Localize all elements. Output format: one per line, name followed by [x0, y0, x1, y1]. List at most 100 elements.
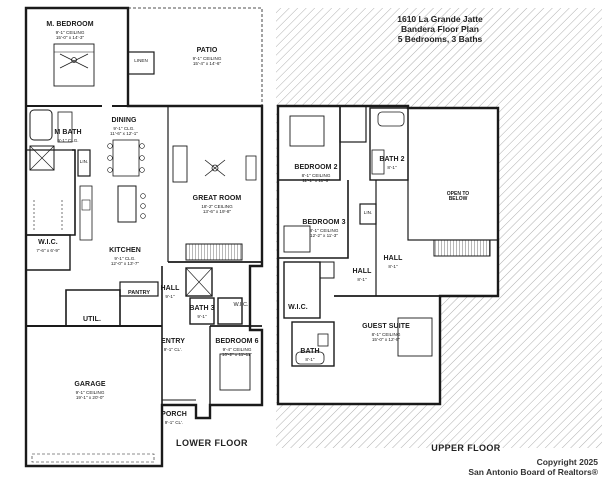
room-name: LIN.: [79, 159, 89, 164]
lower-exterior-wall: [24, 6, 264, 468]
room-dining: DINING 9'-1" CLG. 11'-6" x 12'-1": [110, 110, 138, 136]
room-lin: LIN.: [79, 159, 89, 165]
room-util: UTIL.: [83, 309, 101, 326]
room-name: W.I.C.: [288, 304, 308, 311]
room-ceiling: 8'-1": [357, 276, 367, 282]
open-to-below-line1: OPEN TO: [446, 191, 470, 197]
room-ceiling: 9'-1" CLG.: [113, 125, 135, 131]
room-name: PANTRY: [128, 290, 150, 296]
room-hall-left: HALL 8'-1": [352, 261, 371, 283]
room-ceiling: 8'-1" CEILING: [309, 227, 339, 233]
room-dimensions: 15'-0" x 12'-9": [371, 336, 401, 342]
room-name: BEDROOM 2: [294, 164, 338, 171]
room-dimensions: 11'-1" x 11'-6": [302, 177, 330, 183]
room-dimensions: 13'-6" x 19'-8": [202, 208, 232, 214]
board-line: San Antonio Board of Realtors®: [468, 467, 598, 477]
room-great-room: GREAT ROOM 18'-2" CEILING 13'-6" x 19'-8…: [193, 188, 242, 214]
plan-name: Bandera Floor Plan: [401, 24, 479, 35]
room-bedroom-3: BEDROOM 3 8'-1" CEILING 12'-2" x 11'-3": [302, 212, 345, 238]
room-lin-upper: LIN.: [364, 210, 372, 216]
room-hall-right: HALL 8'-1": [383, 248, 402, 270]
room-wic-upper: W.I.C.: [288, 297, 308, 314]
room-patio: PATIO 9'-1" CEILING 15'-4" x 14'-6": [193, 40, 222, 66]
room-bedroom-2: BEDROOM 2 8'-1" CEILING 11'-1" x 11'-6": [294, 157, 337, 183]
room-name: HALL: [352, 268, 372, 275]
room-name: BEDROOM 3: [302, 219, 346, 226]
room-name: PATIO: [196, 47, 218, 54]
lower-floor-caption: LOWER FLOOR: [176, 438, 248, 448]
room-kitchen: KITCHEN 9'-1" CLG. 12'-0" x 13'-7": [109, 240, 141, 266]
room-name: M. BEDROOM: [46, 21, 94, 28]
room-pantry: PANTRY: [128, 290, 150, 297]
room-ceiling: 9'-1" CLG.: [114, 255, 136, 261]
room-guest-suite: GUEST SUITE 8'-1" CEILING 15'-0" x 12'-9…: [362, 316, 410, 342]
sofa: [172, 145, 188, 183]
linen-closet: [127, 51, 155, 75]
dining-table: [112, 139, 140, 177]
room-dimensions: 15'-4" x 14'-6": [192, 60, 222, 66]
room-ceiling: 8'-1": [388, 263, 398, 269]
patio-area: [127, 7, 263, 107]
master-bed: [53, 43, 95, 87]
room-name: BATH 3: [189, 305, 215, 312]
plan-summary: 5 Bedrooms, 3 Baths: [397, 34, 483, 45]
room-ceiling: 9'-4" CEILING: [222, 346, 252, 352]
tub: [29, 109, 53, 141]
room-dimensions: 12'-0" x 13'-7": [110, 260, 140, 266]
room-name: HALL: [383, 255, 403, 262]
room-wic: W.I.C. 7'-6" x 6'-9": [36, 232, 59, 254]
room-name: LINEN: [134, 58, 148, 63]
room-bedroom-6: BEDROOM 6 9'-4" CEILING 10'-2" x 11'-11": [215, 331, 258, 357]
kitchen-island: [117, 185, 137, 223]
room-name: BEDROOM 6: [215, 338, 259, 345]
room-wic-2: W.I.C.: [233, 302, 249, 309]
room-name: ENTRY: [161, 338, 185, 345]
room-name: W.I.C.: [38, 239, 58, 246]
open-to-below-line2: BELOW: [448, 196, 468, 203]
room-ceiling: 8'-1": [305, 356, 315, 362]
room-ceiling: 9'-1" CL'.: [164, 419, 184, 425]
room-name: PORCH: [161, 411, 187, 418]
room-hall: HALL 9'-1": [160, 278, 179, 300]
room-name: GARAGE: [74, 381, 106, 388]
room-name: M BATH: [54, 129, 82, 136]
room-name: DINING: [111, 117, 137, 124]
copyright-watermark: Copyright 2025 San Antonio Board of Real…: [468, 457, 598, 477]
room-dimensions: 10'-2" x 11'-11": [221, 351, 253, 357]
room-name: HALL: [160, 285, 180, 292]
room-ceiling: 9'-1" CLG.: [57, 137, 79, 143]
upper-stairs: [433, 239, 491, 257]
room-dimensions: 19'-1" x 20'-0": [75, 394, 105, 400]
room-ceiling: 8'-1": [387, 164, 397, 170]
room-m-bath: M BATH 9'-1" CLG.: [54, 122, 81, 144]
room-ceiling: 8'-1" CEILING: [371, 331, 401, 337]
room-ceiling: 8'-1" CEILING: [301, 172, 331, 178]
room-ceiling: 9'-1" CEILING: [75, 389, 105, 395]
room-dimensions: 11'-6" x 12'-1": [110, 130, 138, 136]
room-ceiling: 9'-1" CL'.: [163, 346, 183, 352]
shower: [29, 145, 55, 171]
room-name: KITCHEN: [109, 247, 141, 254]
room-dimensions: 7'-6" x 6'-9": [36, 247, 60, 253]
room-name: UTIL.: [83, 316, 101, 323]
room-porch: PORCH 9'-1" CL'.: [161, 404, 187, 426]
room-ceiling: 9'-1" CEILING: [55, 29, 85, 35]
room-name: W.I.C.: [233, 302, 249, 308]
copyright-line: Copyright 2025: [536, 457, 598, 467]
room-dimensions: 12'-2" x 11'-3": [310, 232, 338, 238]
vanity: [57, 111, 73, 143]
plan-title: 1610 La Grande Jatte Bandera Floor Plan …: [397, 14, 483, 45]
lower-stairs: [185, 243, 243, 261]
room-m-bedroom: M. BEDROOM 9'-1" CEILING 15'-0" x 14'-3": [46, 14, 93, 40]
upper-floor-caption: UPPER FLOOR: [431, 443, 501, 453]
room-bath-upper: BATH 8'-1": [300, 341, 319, 363]
room-ceiling: 18'-2" CEILING: [201, 203, 233, 209]
lower-floor-plan: [24, 6, 264, 468]
room-garage: GARAGE 9'-1" CEILING 19'-1" x 20'-0": [74, 374, 105, 400]
room-bath-3: BATH 3 9'-1": [189, 298, 214, 320]
room-ceiling: 9'-1": [197, 313, 207, 319]
room-dimensions: 15'-0" x 14'-3": [55, 34, 85, 40]
room-name: GREAT ROOM: [192, 195, 242, 202]
upper-floor-plan: [276, 8, 602, 448]
room-ceiling: 9'-1": [165, 293, 175, 299]
